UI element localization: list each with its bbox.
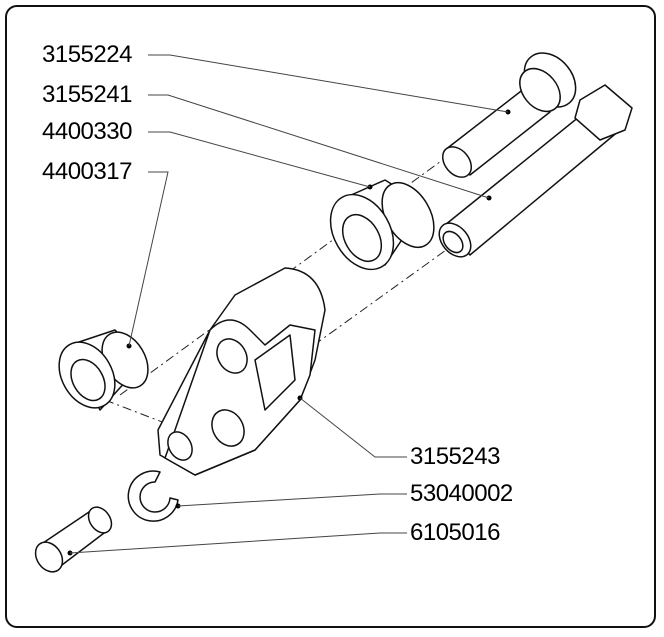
part-shaft-3155241[interactable] [433, 84, 633, 263]
part-bearing-4400317[interactable] [48, 324, 157, 418]
callout-3155243: 3155243 [410, 443, 500, 470]
assembly-axis-bearing [104, 399, 171, 426]
part-eclip-53040002[interactable] [127, 470, 181, 522]
leader-3155241 [148, 94, 490, 199]
part-lever-3155243[interactable] [157, 267, 326, 476]
leader-4400330 [148, 131, 371, 188]
callout-3155224: 3155224 [42, 41, 132, 68]
assembly-axis-upper [119, 139, 471, 396]
leader-3155224 [148, 54, 509, 113]
diagram-frame [5, 5, 656, 628]
part-dowel-6105016[interactable] [30, 503, 116, 577]
callout-3155241: 3155241 [42, 81, 132, 108]
part-bearing-4400330[interactable] [318, 174, 445, 281]
callout-6105016: 6105016 [410, 519, 500, 546]
leader-3155243 [299, 397, 407, 458]
callout-4400330: 4400330 [42, 118, 132, 145]
callout-53040002: 53040002 [410, 480, 513, 507]
leader-53040002 [177, 493, 407, 507]
leader-4400317 [128, 171, 169, 347]
callout-4400317: 4400317 [42, 158, 132, 185]
leader-6105016 [69, 532, 407, 554]
part-pin-3155224[interactable] [437, 43, 586, 183]
